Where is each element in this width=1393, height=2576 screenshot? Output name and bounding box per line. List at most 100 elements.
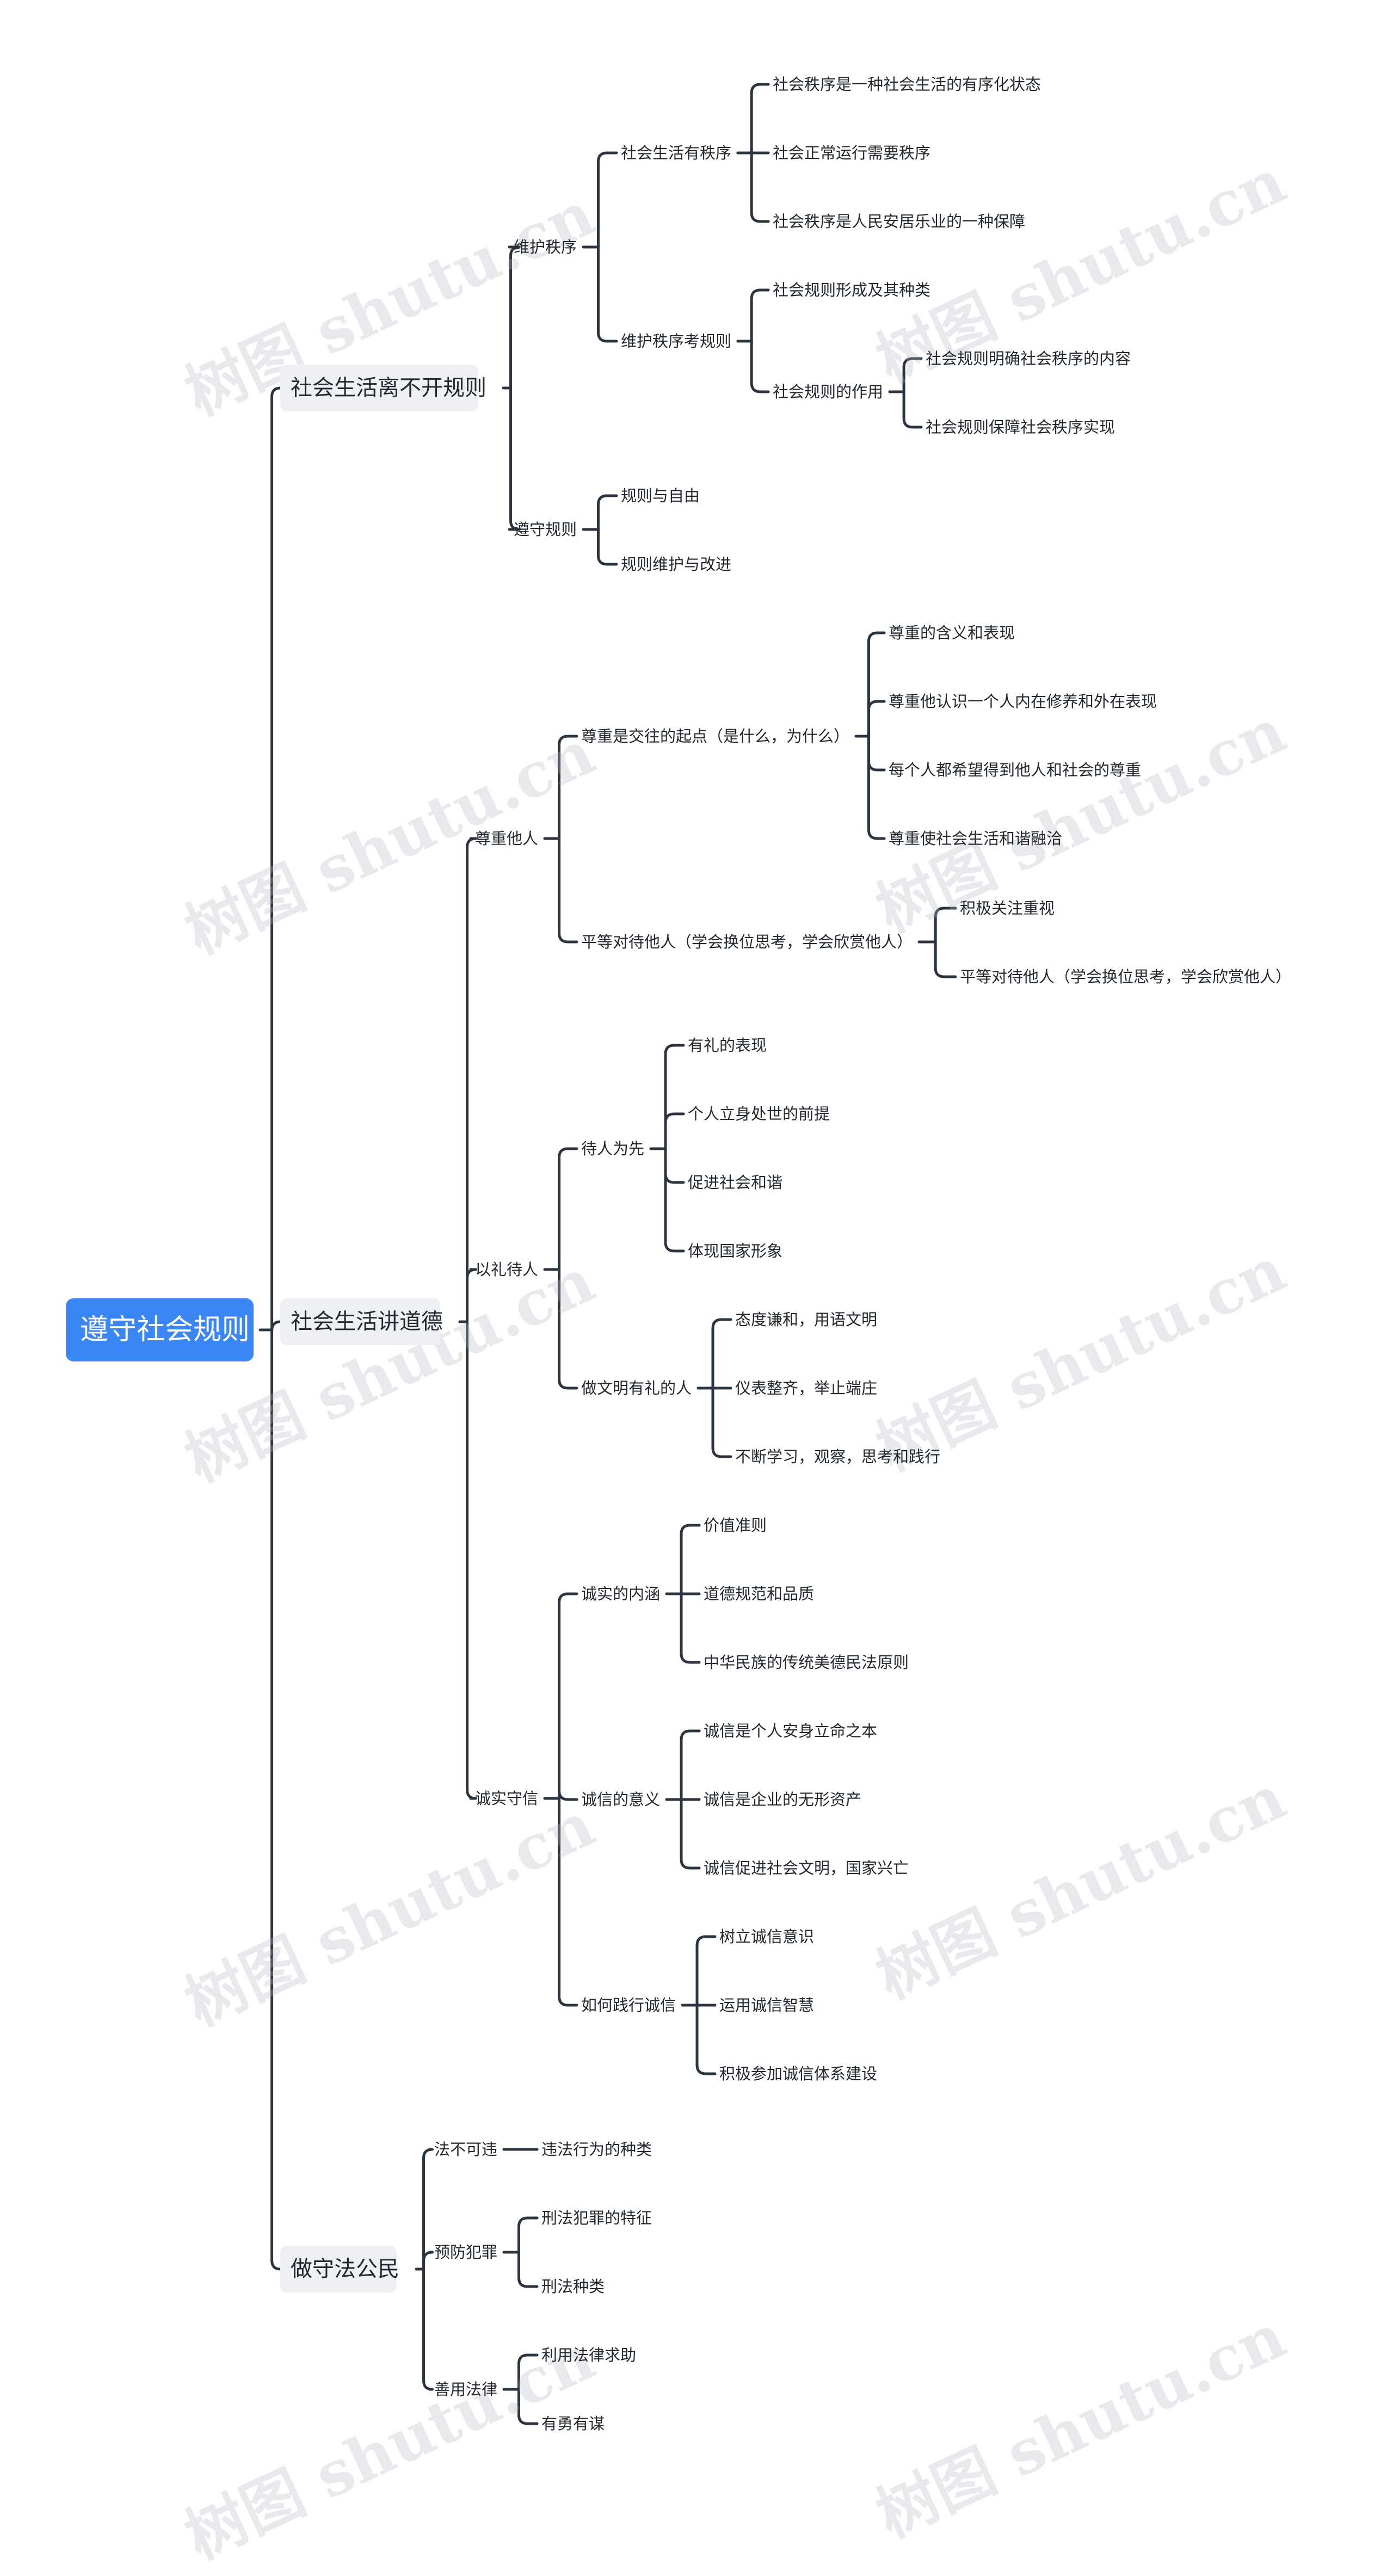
section-morality[interactable]: 社会生活讲道德	[291, 1309, 443, 1334]
item[interactable]: 积极参加诚信体系建设	[719, 2064, 878, 2083]
item[interactable]: 不断学习，观察，思考和践行	[735, 1447, 941, 1466]
branch-prevent-crime[interactable]: 预防犯罪	[434, 2242, 498, 2261]
connector	[695, 1935, 717, 2007]
item[interactable]: 树立诚信意识	[719, 1927, 815, 1946]
connector	[750, 151, 770, 223]
branch-maintain-order[interactable]: 维护秩序	[514, 237, 577, 256]
item[interactable]: 道德规范和品质	[704, 1584, 815, 1603]
connector	[867, 700, 886, 738]
item[interactable]: 违法行为的种类	[541, 2140, 652, 2159]
connector	[558, 1268, 578, 1390]
item[interactable]: 平等对待他人（学会换位思考，学会欣赏他人）	[960, 967, 1292, 986]
topic-honesty-practice[interactable]: 如何践行诚信	[581, 1995, 676, 2014]
connector	[934, 907, 957, 944]
connector	[517, 2353, 539, 2391]
item[interactable]: 尊重的含义和表现	[889, 623, 1015, 642]
item[interactable]: 刑法种类	[541, 2277, 605, 2296]
connector	[867, 735, 886, 772]
item[interactable]: 规则与自由	[621, 486, 700, 505]
item[interactable]: 仪表整齐，举止端庄	[735, 1378, 878, 1397]
root-node-box[interactable]	[66, 1298, 254, 1361]
item[interactable]: 运用诚信智慧	[719, 1995, 815, 2014]
connector	[508, 245, 521, 390]
connector	[695, 2004, 717, 2075]
connector	[902, 357, 923, 393]
item[interactable]: 价值准则	[704, 1515, 767, 1534]
topic-honesty-meaning[interactable]: 诚实的内涵	[581, 1584, 661, 1603]
connector	[680, 1592, 701, 1664]
item[interactable]: 个人立身处世的前提	[688, 1104, 830, 1123]
topic-honesty-value[interactable]: 诚信的意义	[581, 1790, 661, 1809]
item[interactable]: 诚信是个人安身立命之本	[704, 1721, 878, 1740]
connector	[517, 2388, 539, 2425]
connector	[466, 1268, 477, 1323]
item[interactable]: 中华民族的传统美德民法原则	[704, 1653, 909, 1672]
topic-civilized[interactable]: 做文明有礼的人	[581, 1378, 692, 1397]
connector	[596, 528, 618, 566]
item[interactable]: 体现国家形象	[688, 1241, 783, 1260]
topic-respect-start[interactable]: 尊重是交往的起点（是什么，为什么）	[581, 726, 850, 745]
item[interactable]: 积极关注重视	[960, 898, 1055, 917]
item[interactable]: 社会规则保障社会秩序实现	[926, 417, 1115, 436]
connector	[902, 390, 923, 429]
connector	[508, 386, 521, 531]
topic-courtesy-first[interactable]: 待人为先	[581, 1139, 645, 1158]
item[interactable]: 尊重他认识一个人内在修养和外在表现	[889, 692, 1157, 711]
item[interactable]: 社会规则形成及其种类	[773, 280, 931, 299]
item[interactable]: 促进社会和谐	[688, 1173, 783, 1192]
connector	[934, 940, 957, 978]
branch-respect[interactable]: 尊重他人	[475, 829, 539, 848]
root-node[interactable]: 遵守社会规则	[80, 1314, 250, 1346]
connector	[664, 1147, 685, 1253]
branch-no-violation[interactable]: 法不可违	[434, 2140, 498, 2159]
item[interactable]: 态度谦和，用语文明	[735, 1310, 878, 1329]
connector-lines	[258, 83, 957, 2425]
connector	[596, 494, 618, 531]
section-box-law[interactable]	[280, 2246, 397, 2292]
connector	[867, 735, 886, 840]
branch-use-law[interactable]: 善用法律	[434, 2380, 498, 2399]
connector	[422, 2148, 434, 2271]
item[interactable]: 尊重使社会生活和谐融洽	[889, 829, 1063, 848]
connector	[558, 1592, 578, 1800]
connector	[466, 837, 477, 1323]
connector	[517, 2251, 539, 2288]
item[interactable]: 社会秩序是一种社会生活的有序化状态	[773, 75, 1041, 94]
section-rules[interactable]: 社会生活离不开规则	[291, 375, 486, 400]
item[interactable]: 社会秩序是人民安居乐业的一种保障	[773, 212, 1026, 231]
connector	[517, 2216, 539, 2254]
connector	[270, 1328, 288, 2271]
item[interactable]: 有礼的表现	[688, 1036, 767, 1055]
topic-equal-treatment[interactable]: 平等对待他人（学会换位思考，学会欣赏他人）	[581, 932, 913, 951]
connector	[466, 1320, 477, 1800]
connector	[664, 1112, 685, 1150]
item[interactable]: 每个人都希望得到他人和社会的尊重	[889, 760, 1142, 779]
item[interactable]: 利用法律求助	[541, 2345, 637, 2364]
item[interactable]: 有勇有谋	[541, 2414, 605, 2433]
connector	[750, 83, 770, 155]
item[interactable]: 诚信是企业的无形资产	[704, 1790, 862, 1809]
connector	[558, 1147, 578, 1271]
item[interactable]: 社会正常运行需要秩序	[773, 143, 931, 162]
topic-rules-for-order[interactable]: 维护秩序考规则	[621, 331, 732, 350]
connector	[558, 735, 578, 840]
connector	[867, 631, 886, 738]
connector	[664, 1147, 685, 1184]
connector	[711, 1318, 732, 1390]
branch-honesty[interactable]: 诚实守信	[475, 1789, 539, 1808]
topic-social-order[interactable]: 社会生活有秩序	[621, 143, 732, 162]
item[interactable]: 社会规则明确社会秩序的内容	[926, 349, 1131, 368]
connector	[664, 1044, 685, 1150]
item[interactable]: 诚信促进社会文明，国家兴亡	[704, 1858, 909, 1877]
connector	[422, 2267, 434, 2391]
connector	[750, 340, 770, 393]
section-box-rules[interactable]	[280, 365, 478, 411]
section-box-morality[interactable]	[280, 1298, 440, 1345]
item[interactable]: 刑法犯罪的特征	[541, 2208, 652, 2227]
topic-rule-function[interactable]: 社会规则的作用	[773, 382, 884, 401]
branch-obey-rules[interactable]: 遵守规则	[514, 520, 577, 539]
item[interactable]: 规则维护与改进	[621, 554, 732, 574]
section-law[interactable]: 做守法公民	[291, 2257, 399, 2282]
branch-courtesy[interactable]: 以礼待人	[475, 1260, 539, 1279]
